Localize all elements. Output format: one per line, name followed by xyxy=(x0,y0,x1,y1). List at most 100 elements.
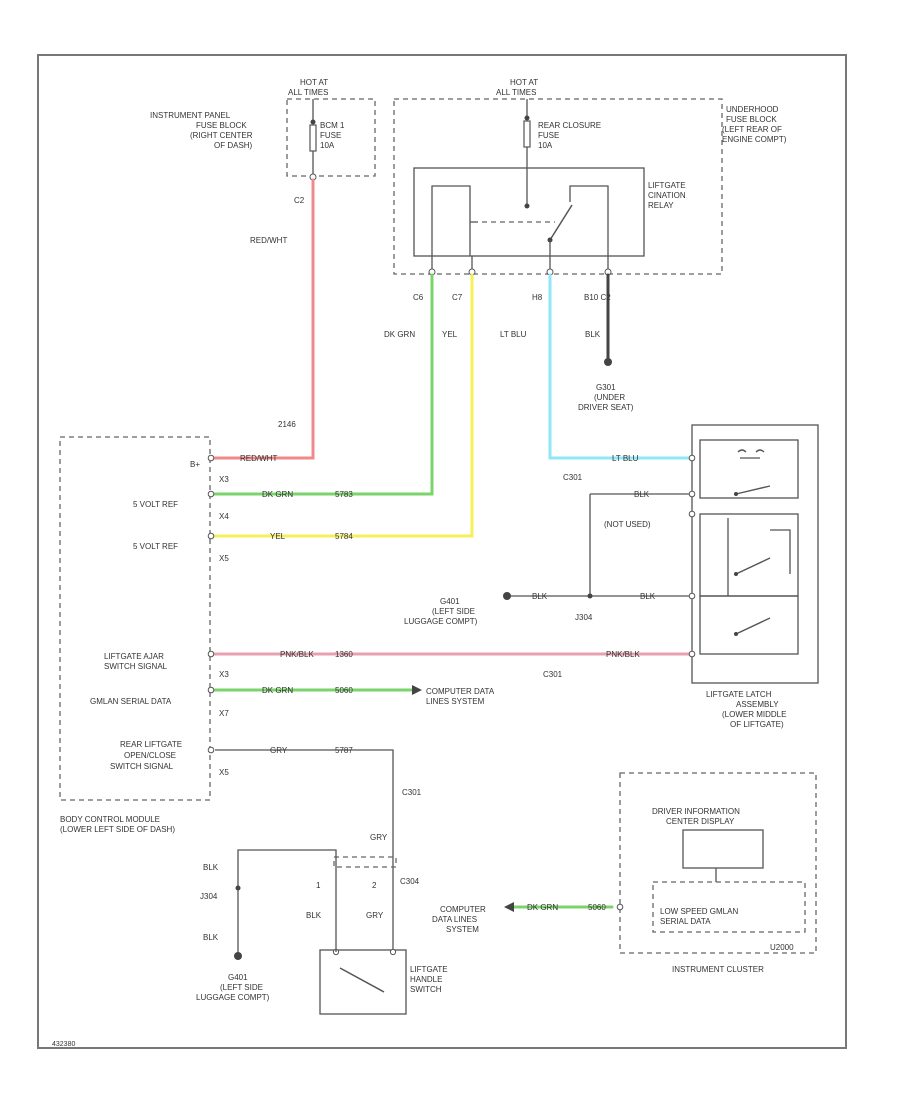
lbl-j304-b: J304 xyxy=(200,892,218,901)
lbl-latch-4: OF LIFTGATE) xyxy=(730,720,784,729)
lbl-blk-3: BLK xyxy=(532,592,548,601)
lbl-pin-1: 1 xyxy=(316,881,321,890)
lbl-bcm1-2: FUSE xyxy=(320,131,341,140)
lbl-x5: X5 xyxy=(219,554,229,563)
lbl-not-used: (NOT USED) xyxy=(604,520,651,529)
lbl-dic-2: CENTER DISPLAY xyxy=(666,817,735,826)
lbl-compdata-2: LINES SYSTEM xyxy=(426,697,485,706)
lbl-pin-c6: C6 xyxy=(413,293,424,302)
lbl-bcm-name-1: BODY CONTROL MODULE xyxy=(60,815,160,824)
lbl-g301-1: G301 xyxy=(596,383,616,392)
wire-handle-blk xyxy=(237,849,337,955)
lbl-bcm1-1: BCM 1 xyxy=(320,121,345,130)
j304-splice-dot xyxy=(587,593,593,599)
handle-switch-arm xyxy=(339,967,385,993)
low-speed-gmlan-box xyxy=(652,881,806,933)
lbl-compdata-3: COMPUTER xyxy=(440,905,486,914)
lbl-ic: INSTRUMENT CLUSTER xyxy=(672,965,764,974)
wire-gry xyxy=(215,749,394,858)
lbl-rear-closure-1: REAR CLOSURE xyxy=(538,121,601,130)
lbl-g301-3: DRIVER SEAT) xyxy=(578,403,634,412)
lbl-ajar-1: LIFTGATE AJAR xyxy=(104,652,164,661)
lbl-ipfb-3: (RIGHT CENTER xyxy=(190,131,253,140)
lbl-ltblu: LT BLU xyxy=(500,330,527,339)
labels: HOT AT ALL TIMES INSTRUMENT PANEL FUSE B… xyxy=(52,78,794,1048)
lbl-fig-id: 432380 xyxy=(52,1041,75,1048)
lbl-blk-2: BLK xyxy=(634,490,650,499)
latch-switch-3-box xyxy=(699,595,799,655)
lbl-c301-c: C301 xyxy=(402,788,422,797)
arrow-computer-data-1 xyxy=(412,685,422,695)
lbl-c301-b: C301 xyxy=(543,670,563,679)
g301-ground-dot xyxy=(604,358,612,366)
lbl-ipfb-2: FUSE BLOCK xyxy=(196,121,247,130)
lbl-pnkblk: PNK/BLK xyxy=(280,650,314,659)
lbl-ajar-2: SWITCH SIGNAL xyxy=(104,662,168,671)
lbl-dkgrn: DK GRN xyxy=(384,330,415,339)
lbl-hot-1b: ALL TIMES xyxy=(288,88,328,97)
lbl-2146: 2146 xyxy=(278,420,296,429)
lbl-latch-3: (LOWER MIDDLE xyxy=(722,710,786,719)
lbl-reartlg-3: SWITCH SIGNAL xyxy=(110,762,174,771)
lbl-dkgrn-2: DK GRN xyxy=(262,490,293,499)
lbl-latch-2: ASSEMBLY xyxy=(736,700,779,709)
lbl-x3b: X3 xyxy=(219,670,229,679)
latch-switch-1-box xyxy=(699,439,799,499)
lbl-lsg-2: SERIAL DATA xyxy=(660,917,711,926)
lbl-dic-1: DRIVER INFORMATION xyxy=(652,807,740,816)
lbl-pin-c7: C7 xyxy=(452,293,463,302)
lbl-x5b: X5 xyxy=(219,768,229,777)
lbl-rear-closure-2: FUSE xyxy=(538,131,559,140)
lbl-bcm-name-2: (LOWER LEFT SIDE OF DASH) xyxy=(60,825,175,834)
latch-pin-circles xyxy=(688,454,696,658)
lbl-ipfb-1: INSTRUMENT PANEL xyxy=(150,111,231,120)
handle-switch-box xyxy=(319,949,407,1015)
g401-ground-dot xyxy=(503,592,511,600)
lbl-blk-5: BLK xyxy=(203,863,219,872)
lbl-blk-7: BLK xyxy=(306,911,322,920)
lbl-blk: BLK xyxy=(585,330,601,339)
lbl-yel-2: YEL xyxy=(270,532,286,541)
relay-pins xyxy=(428,256,612,276)
lbl-g401b-1: G401 xyxy=(228,973,248,982)
lbl-1360: 1360 xyxy=(335,650,353,659)
lbl-5787: 5787 xyxy=(335,746,353,755)
lbl-u2000: U2000 xyxy=(770,943,794,952)
lbl-uhfb-2: FUSE BLOCK xyxy=(726,115,777,124)
lbl-g401b-2: (LEFT SIDE xyxy=(220,983,263,992)
lbl-dkgrn-3: DK GRN xyxy=(262,686,293,695)
lbl-gry-3: GRY xyxy=(366,911,384,920)
wire-lt-blu xyxy=(548,273,694,460)
lbl-c2: C2 xyxy=(294,196,305,205)
lbl-lsg-1: LOW SPEED GMLAN xyxy=(660,907,738,916)
lbl-uhfb-1: UNDERHOOD xyxy=(726,105,779,114)
lbl-5783: 5783 xyxy=(335,490,353,499)
lbl-x4: X4 xyxy=(219,512,229,521)
ip-fuse-block-box xyxy=(286,98,376,177)
lbl-relay-2: CINATION xyxy=(648,191,686,200)
lbl-pin-h8: H8 xyxy=(532,293,543,302)
latch-assembly-box xyxy=(691,424,819,684)
lbl-compdata-5: SYSTEM xyxy=(446,925,479,934)
lbl-blk-4: BLK xyxy=(640,592,656,601)
latch-switch-symbols xyxy=(727,449,791,636)
bcm1-fuse-symbol xyxy=(309,124,317,152)
outer-frame xyxy=(37,54,847,1049)
g401b-ground-dot xyxy=(234,952,242,960)
relay-contact-nc xyxy=(569,185,609,256)
wire-red-wht xyxy=(213,178,315,460)
handle-pin-2 xyxy=(389,948,397,956)
lbl-bcm1-3: 10A xyxy=(320,141,335,150)
relay-contact-arm xyxy=(549,204,573,241)
lbl-pin-b10: B10 C2 xyxy=(584,293,611,302)
lbl-c301-a: C301 xyxy=(563,473,583,482)
g401b-splice-dot xyxy=(235,885,241,891)
bcm-pin-circles xyxy=(207,454,215,754)
lbl-redwht-2: RED/WHT xyxy=(240,454,277,463)
lbl-j304-a: J304 xyxy=(575,613,593,622)
underhood-fuse-block-box xyxy=(393,98,723,275)
lbl-reartlg-2: OPEN/CLOSE xyxy=(124,751,176,760)
lbl-compdata-4: DATA LINES xyxy=(432,915,477,924)
instrument-cluster-box xyxy=(619,772,817,954)
